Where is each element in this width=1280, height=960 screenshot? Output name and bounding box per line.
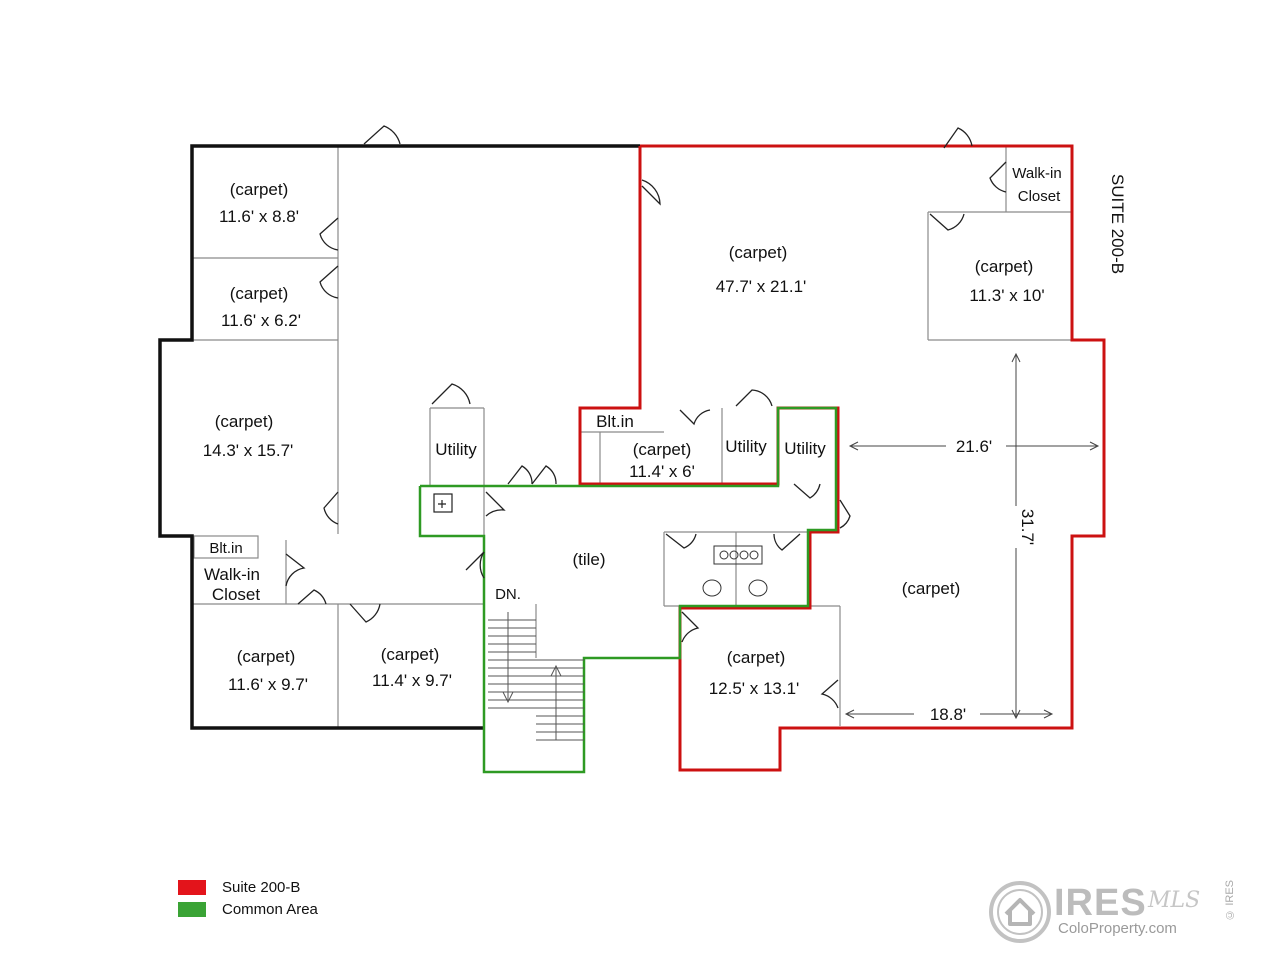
room-6-size: 47.7' x 21.1': [716, 277, 807, 296]
ires-logo: IRES MLS ColoProperty.com © IRES: [988, 880, 1238, 946]
doors: [285, 125, 1007, 709]
logo-side-text: © IRES: [1224, 880, 1236, 921]
legend-swatch-suite: [178, 879, 206, 895]
sink-icon: [433, 493, 453, 513]
walk-in-right-line2: Closet: [1018, 188, 1061, 205]
room-2-label: (carpet): [230, 284, 289, 303]
suite-title: SUITE 200-B: [1108, 174, 1127, 274]
walk-in-left-line1: Walk-in: [204, 565, 260, 584]
room-6-label: (carpet): [729, 243, 788, 262]
dimension-width-upper: 21.6': [956, 437, 992, 456]
built-in-mid-label: Blt.in: [596, 412, 634, 431]
dimension-height-right: 31.7': [1018, 509, 1037, 545]
legend: Suite 200-B Common Area: [178, 876, 318, 920]
logo-brand: IRES: [1054, 882, 1147, 924]
room-4-label: (carpet): [237, 647, 296, 666]
room-5-size: 11.4' x 9.7': [372, 671, 452, 690]
room-7-size: 11.3' x 10': [969, 286, 1044, 305]
legend-swatch-common: [178, 901, 206, 917]
logo-script: MLS: [1148, 888, 1201, 913]
walk-in-left-line2: Closet: [212, 585, 260, 604]
restroom-fixtures: [702, 545, 768, 597]
house-icon: [989, 881, 1051, 943]
room-4-size: 11.6' x 9.7': [228, 675, 308, 694]
room-9-label: (carpet): [727, 648, 786, 667]
room-8-size: 11.4' x 6': [629, 462, 695, 481]
utility-3-label: Utility: [784, 439, 826, 458]
room-10-label: (carpet): [902, 579, 961, 598]
room-3-label: (carpet): [215, 412, 274, 431]
stairs-down-label: DN.: [495, 586, 521, 603]
legend-label-common: Common Area: [222, 900, 318, 918]
room-7-label: (carpet): [975, 257, 1034, 276]
room-1-label: (carpet): [230, 180, 289, 199]
tile-area-label: (tile): [572, 550, 605, 569]
room-9-size: 12.5' x 13.1': [709, 679, 800, 698]
room-1-size: 11.6' x 8.8': [219, 207, 299, 226]
interior-walls: [160, 146, 1072, 770]
room-3-size: 14.3' x 15.7': [203, 441, 294, 460]
staircase: [488, 612, 584, 741]
legend-item-suite: Suite 200-B: [178, 876, 318, 898]
exterior-walls: [158, 144, 640, 730]
logo-subtext: ColoProperty.com: [1058, 920, 1177, 937]
common-area-outline: [418, 406, 838, 774]
built-in-left-label: Blt.in: [209, 540, 242, 557]
utility-2-label: Utility: [725, 437, 767, 456]
walk-in-right-line1: Walk-in: [1012, 165, 1061, 182]
legend-item-common: Common Area: [178, 898, 318, 920]
room-2-size: 11.6' x 6.2': [221, 311, 301, 330]
room-5-label: (carpet): [381, 645, 440, 664]
dimension-lines: [844, 352, 1100, 720]
utility-1-label: Utility: [435, 440, 477, 459]
legend-label-suite: Suite 200-B: [222, 878, 301, 896]
room-8-label: (carpet): [633, 440, 692, 459]
dimension-width-lower: 18.8': [930, 705, 966, 724]
